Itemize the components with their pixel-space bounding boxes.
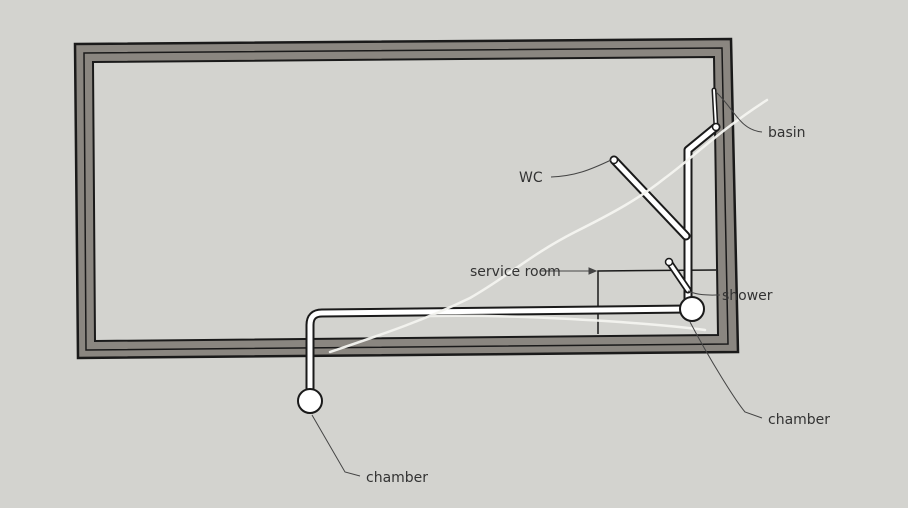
wc-inlet-icon	[609, 155, 619, 165]
freehand-scribble	[328, 98, 769, 354]
leader-lines	[311, 91, 763, 477]
label-wc: WC	[519, 170, 543, 186]
label-service-room: service room	[470, 264, 561, 280]
shower-inlet-icon	[664, 257, 674, 267]
label-basin: basin	[768, 125, 806, 141]
chamber-right-icon	[679, 296, 705, 322]
chamber-left-icon	[297, 388, 323, 414]
pipe-inlets	[609, 122, 721, 267]
building-walls	[73, 37, 740, 360]
label-shower: shower	[722, 288, 773, 304]
basin-inlet-icon	[711, 122, 721, 132]
label-chamber-left: chamber	[366, 470, 428, 486]
label-chamber-right: chamber	[768, 412, 830, 428]
drain-pipes	[305, 87, 721, 397]
